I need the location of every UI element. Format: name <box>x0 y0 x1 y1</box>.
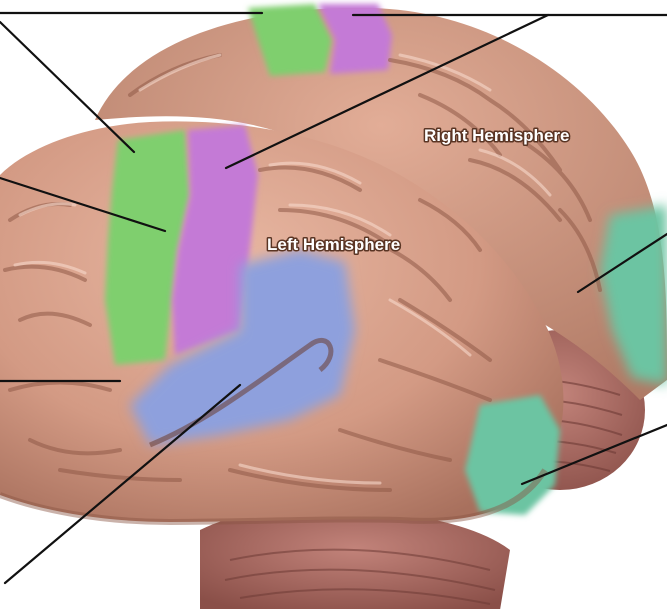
left-hemisphere <box>0 121 564 526</box>
motor-area <box>105 130 190 365</box>
sensory-area <box>172 125 258 355</box>
leader-line-right-visual <box>576 232 667 294</box>
leader-line-auditory <box>3 383 242 585</box>
visual-area <box>465 395 560 515</box>
leader-lines <box>0 11 667 585</box>
left-hemisphere-label: Left Hemisphere <box>267 235 400 254</box>
leader-line-visual <box>520 423 667 486</box>
leader-line-sensory <box>224 13 550 170</box>
right-hemisphere-label: Right Hemisphere <box>424 126 569 145</box>
leader-line-motor <box>0 20 136 154</box>
leader-line-left-motor <box>0 176 167 233</box>
auditory-area <box>130 250 355 445</box>
